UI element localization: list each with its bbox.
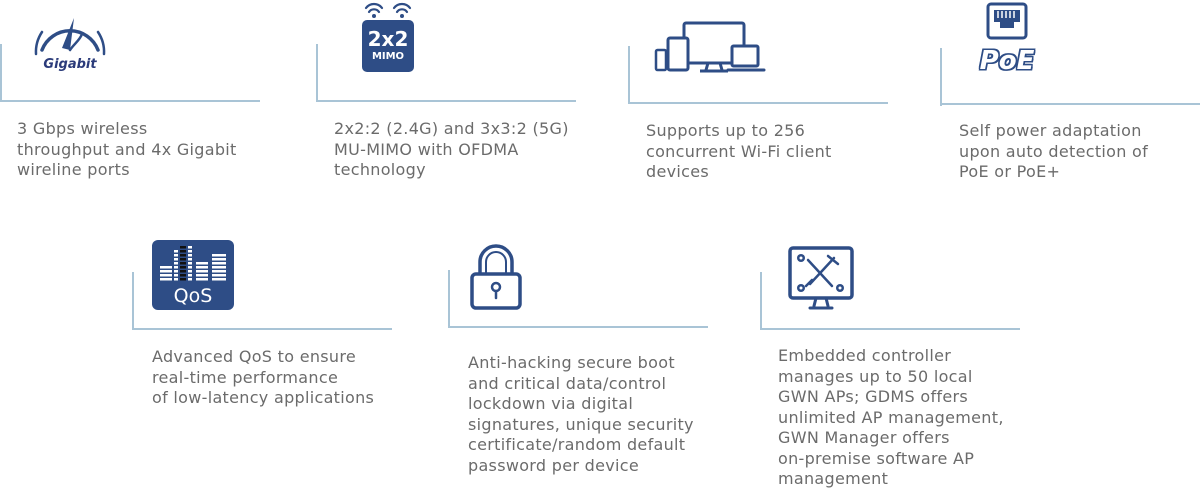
description-line: certificate/random default [468, 435, 686, 454]
feature-description: Embedded controller manages up to 50 loc… [778, 346, 1004, 490]
description-line: GWN APs; GDMS offers [778, 387, 968, 406]
divider-horizontal [760, 328, 1020, 330]
mimo-badge-sublabel: MIMO [371, 51, 405, 62]
qos-badge: QoS [152, 240, 234, 310]
feature-gigabit: Gigabit 3 Gbps wireless throughput and 4… [0, 0, 300, 200]
feature-description: Self power adaptation upon auto detectio… [959, 121, 1148, 183]
poe-ethernet-icon: PoE [974, 2, 1040, 78]
controller-monitor-tools-icon [788, 246, 854, 314]
description-line: devices [646, 162, 709, 181]
description-line: and critical data/control [468, 373, 667, 393]
feature-description: 2x2:2 (2.4G) and 3x3:2 (5G) MU-MIMO with… [334, 119, 569, 181]
divider-horizontal [940, 103, 1200, 105]
divider-horizontal [0, 100, 260, 102]
qos-equalizer-icon: QoS [152, 240, 234, 310]
divider-vertical [316, 44, 318, 102]
description-line: 3 Gbps wireless [17, 119, 148, 138]
feature-description: Anti-hacking secure boot and critical da… [468, 353, 694, 476]
mimo-badge: 2x2 MIMO [362, 20, 414, 72]
description-line: PoE or PoE+ [959, 162, 1061, 181]
divider-vertical [132, 272, 134, 330]
description-line: on-premise software AP [778, 448, 975, 468]
poe-icon-label: PoE [979, 46, 1035, 76]
description-line: Supports up to 256 [646, 121, 806, 140]
qos-icon-label: QoS [173, 285, 213, 307]
feature-mimo: 2x2 MIMO 2x2:2 (2.4G) and 3x3:2 (5G) MU-… [316, 0, 616, 200]
divider-vertical [0, 44, 2, 102]
divider-vertical [448, 270, 450, 328]
divider-vertical [628, 46, 630, 104]
description-line: Anti-hacking secure boot [468, 353, 675, 372]
description-line: manages up to 50 local [778, 366, 973, 386]
description-line: technology [334, 160, 426, 179]
description-line: wireline ports [17, 160, 130, 179]
divider-horizontal [628, 102, 888, 104]
description-line: password per device [468, 455, 639, 475]
description-line: lockdown via digital [468, 394, 634, 413]
description-line: upon auto detection of [959, 141, 1149, 161]
feature-description: Advanced QoS to ensure real-time perform… [152, 347, 374, 409]
gigabit-speedometer-icon: Gigabit [34, 10, 106, 82]
description-line: concurrent Wi-Fi client [646, 141, 832, 161]
description-line: throughput and 4x Gigabit [17, 139, 237, 159]
description-line: of low-latency applications [152, 388, 375, 407]
feature-description: Supports up to 256 concurrent Wi-Fi clie… [646, 121, 832, 183]
description-line: management [778, 469, 889, 488]
mimo-wifi-icon: 2x2 MIMO [362, 0, 414, 74]
description-line: signatures, unique security [468, 414, 694, 434]
description-line: Advanced QoS to ensure [152, 347, 357, 366]
feature-security: Anti-hacking secure boot and critical da… [448, 238, 748, 478]
description-line: real-time performance [152, 367, 339, 387]
divider-vertical [940, 48, 942, 106]
feature-description: 3 Gbps wireless throughput and 4x Gigabi… [17, 119, 237, 181]
divider-vertical [760, 272, 762, 330]
divider-horizontal [132, 328, 392, 330]
description-line: GWN Manager offers [778, 428, 950, 447]
feature-qos: QoS Advanced QoS to ensure real-time per… [132, 238, 432, 438]
divider-horizontal [316, 100, 576, 102]
description-line: Embedded controller [778, 346, 952, 365]
devices-icon [654, 20, 766, 76]
feature-devices: Supports up to 256 concurrent Wi-Fi clie… [628, 0, 928, 200]
gigabit-icon-label: Gigabit [43, 57, 97, 72]
mimo-badge-label: 2x2 [367, 27, 409, 51]
divider-horizontal [448, 326, 708, 328]
description-line: Self power adaptation [959, 121, 1142, 140]
padlock-icon [466, 242, 526, 314]
feature-poe: PoE Self power adaptation upon auto dete… [940, 0, 1200, 200]
description-line: 2x2:2 (2.4G) and 3x3:2 (5G) [334, 119, 569, 138]
description-line: MU-MIMO with OFDMA [334, 139, 519, 159]
description-line: unlimited AP management, [778, 407, 1004, 427]
feature-controller: Embedded controller manages up to 50 loc… [760, 238, 1060, 492]
